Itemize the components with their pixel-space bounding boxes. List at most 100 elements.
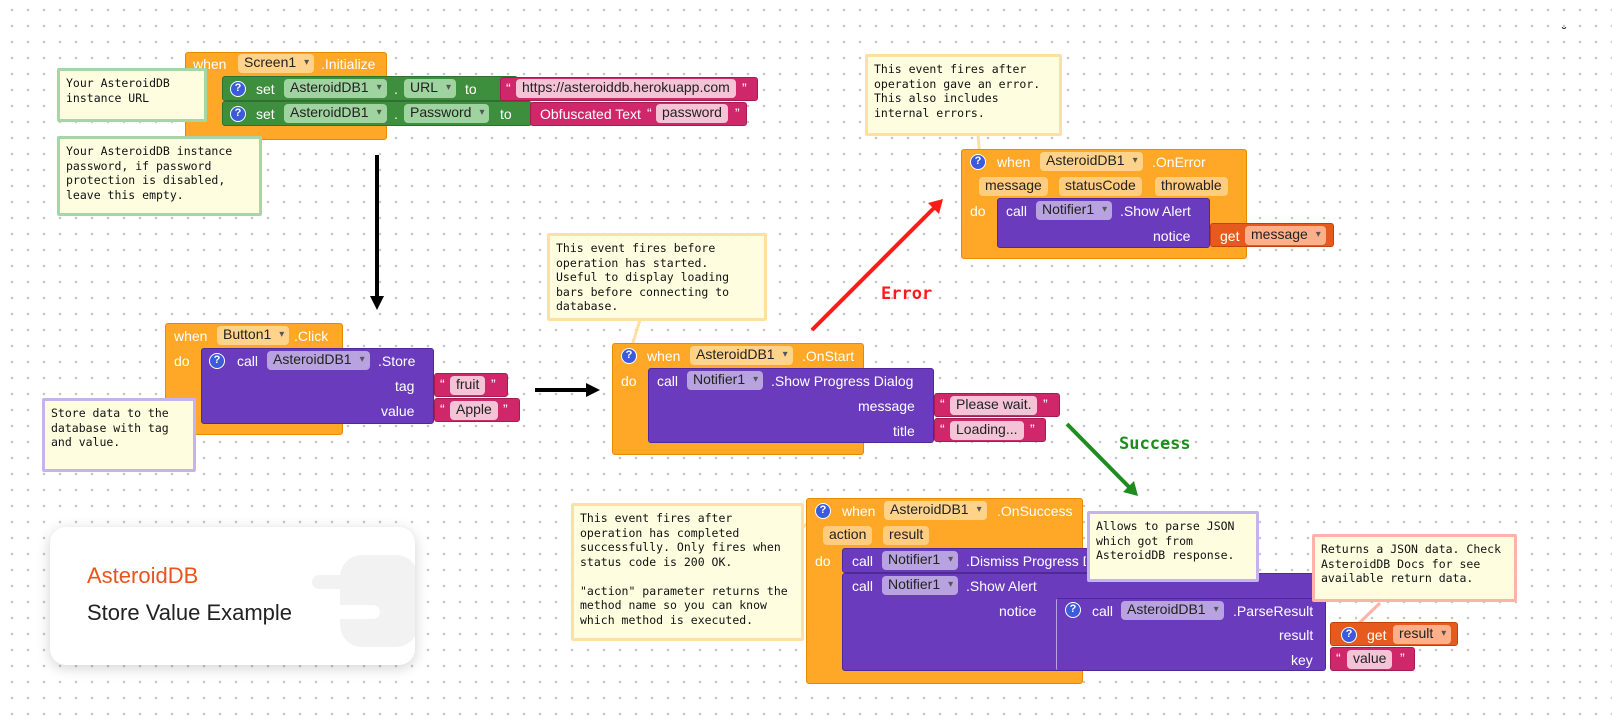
notifier-dropdown[interactable]: Notifier1 xyxy=(1036,201,1113,220)
method-name: .ParseResult xyxy=(1233,603,1314,619)
success-label: Success xyxy=(1119,434,1191,454)
asteroiddb-dropdown[interactable]: AsteroidDB1 xyxy=(1121,601,1224,620)
edge-mark: ˘ xyxy=(1562,24,1567,40)
comment-parse: Allows to parse JSON which got from Aste… xyxy=(1087,511,1259,582)
url-text-field[interactable]: https://asteroiddb.herokuapp.com xyxy=(516,79,736,98)
result-label: result xyxy=(1279,627,1314,643)
event-name: .OnError xyxy=(1152,154,1206,170)
asteroiddb-dropdown[interactable]: AsteroidDB1 xyxy=(1040,152,1143,171)
help-icon[interactable]: ? xyxy=(230,81,246,97)
close-quote: ” xyxy=(1030,421,1035,437)
param-message[interactable]: message xyxy=(979,177,1048,196)
tag-text-field[interactable]: fruit xyxy=(450,376,486,395)
call-label: call xyxy=(852,578,874,594)
help-icon[interactable]: ? xyxy=(230,106,246,122)
method-name: .Show Alert xyxy=(966,578,1037,594)
close-quote: ” xyxy=(1043,396,1048,412)
title-text-field[interactable]: Loading... xyxy=(950,421,1024,440)
asteroiddb-dropdown[interactable]: AsteroidDB1 xyxy=(690,346,793,365)
comment-onerror: This event fires after operation gave an… xyxy=(865,54,1062,136)
param-status-code[interactable]: statusCode xyxy=(1059,177,1142,196)
event-name: .OnStart xyxy=(802,348,855,364)
call-label: call xyxy=(1092,603,1114,619)
to-label: to xyxy=(500,106,512,122)
notice-label: notice xyxy=(999,603,1037,619)
close-quote: ” xyxy=(735,105,740,121)
button1-dropdown[interactable]: Button1 xyxy=(217,326,290,345)
open-quote: “ xyxy=(940,421,945,437)
call-label: call xyxy=(657,373,679,389)
asteroiddb-dropdown[interactable]: AsteroidDB1 xyxy=(267,351,370,370)
help-icon[interactable]: ? xyxy=(621,348,637,364)
method-name: .Store xyxy=(378,353,416,369)
method-name: .Show Alert xyxy=(1120,203,1191,219)
tag-label: tag xyxy=(395,378,415,394)
message-variable-dropdown[interactable]: message xyxy=(1245,226,1326,245)
to-label: to xyxy=(465,81,477,97)
comment-onsuccess: This event fires after operation has com… xyxy=(571,503,804,641)
call-label: call xyxy=(852,553,874,569)
url-property-dropdown[interactable]: URL xyxy=(404,79,457,98)
close-quote: ” xyxy=(503,401,508,417)
open-quote: “ xyxy=(940,396,945,412)
method-name: .Dismiss Progress Dialog xyxy=(966,553,1086,569)
result-variable-dropdown[interactable]: result xyxy=(1393,625,1452,644)
comment-store: Store data to the database with tag and … xyxy=(42,398,196,472)
success-arrow xyxy=(1065,422,1138,496)
param-result[interactable]: result xyxy=(883,526,930,545)
asteroiddb-dropdown[interactable]: AsteroidDB1 xyxy=(284,104,387,123)
comment-password: Your AsteroidDB instance password, if pa… xyxy=(57,136,262,216)
message-label: message xyxy=(858,398,915,414)
arrow-down xyxy=(370,155,384,310)
screen1-dropdown[interactable]: Screen1 xyxy=(238,54,315,73)
key-label: key xyxy=(1291,652,1313,668)
open-quote: “ xyxy=(440,401,445,417)
password-text-field[interactable]: password xyxy=(656,104,728,123)
set-label: set xyxy=(256,106,275,122)
notifier-dropdown[interactable]: Notifier1 xyxy=(882,576,959,595)
help-icon[interactable]: ? xyxy=(1341,627,1357,643)
card-subtitle: Store Value Example xyxy=(87,600,293,625)
arrow-right xyxy=(535,383,600,397)
title-label: title xyxy=(893,423,915,439)
do-label: do xyxy=(815,553,831,569)
dot-label: . xyxy=(394,106,398,122)
error-label: Error xyxy=(881,284,933,304)
help-icon[interactable]: ? xyxy=(209,353,225,369)
call-label: call xyxy=(237,353,259,369)
asteroiddb-dropdown[interactable]: AsteroidDB1 xyxy=(884,501,987,520)
help-icon[interactable]: ? xyxy=(970,154,986,170)
asteroiddb-dropdown[interactable]: AsteroidDB1 xyxy=(284,79,387,98)
password-property-dropdown[interactable]: Password xyxy=(404,104,490,123)
help-icon[interactable]: ? xyxy=(815,503,831,519)
key-text-field[interactable]: value xyxy=(1347,650,1393,669)
close-quote: ” xyxy=(1400,650,1405,666)
open-quote: “ xyxy=(1336,650,1341,666)
when-label: when xyxy=(842,503,876,519)
set-label: set xyxy=(256,81,275,97)
do-label: do xyxy=(970,203,986,219)
event-name: .OnSuccess xyxy=(997,503,1073,519)
error-arrow xyxy=(810,199,943,332)
param-action[interactable]: action xyxy=(823,526,873,545)
notifier-dropdown[interactable]: Notifier1 xyxy=(687,371,764,390)
notifier-dropdown[interactable]: Notifier1 xyxy=(882,551,959,570)
when-label: when xyxy=(997,154,1031,170)
comment-returns: Returns a JSON data. Check AsteroidDB Do… xyxy=(1312,534,1517,602)
do-label: do xyxy=(174,353,190,369)
get-label: get xyxy=(1220,228,1240,244)
value-label: value xyxy=(381,403,415,419)
comment-onstart: This event fires before operation has st… xyxy=(547,233,767,321)
param-throwable[interactable]: throwable xyxy=(1155,177,1228,196)
dot-label: . xyxy=(394,81,398,97)
event-name: .Initialize xyxy=(321,56,376,72)
value-text-field[interactable]: Apple xyxy=(450,401,498,420)
message-text-field[interactable]: Please wait. xyxy=(950,396,1038,415)
method-name: .Show Progress Dialog xyxy=(771,373,914,389)
asteroiddb-logo-icon xyxy=(312,555,415,647)
obfuscated-text-label: Obfuscated Text xyxy=(540,106,641,122)
close-quote: ” xyxy=(742,80,747,96)
when-label: when xyxy=(647,348,681,364)
do-label: do xyxy=(621,373,637,389)
help-icon[interactable]: ? xyxy=(1065,602,1081,618)
